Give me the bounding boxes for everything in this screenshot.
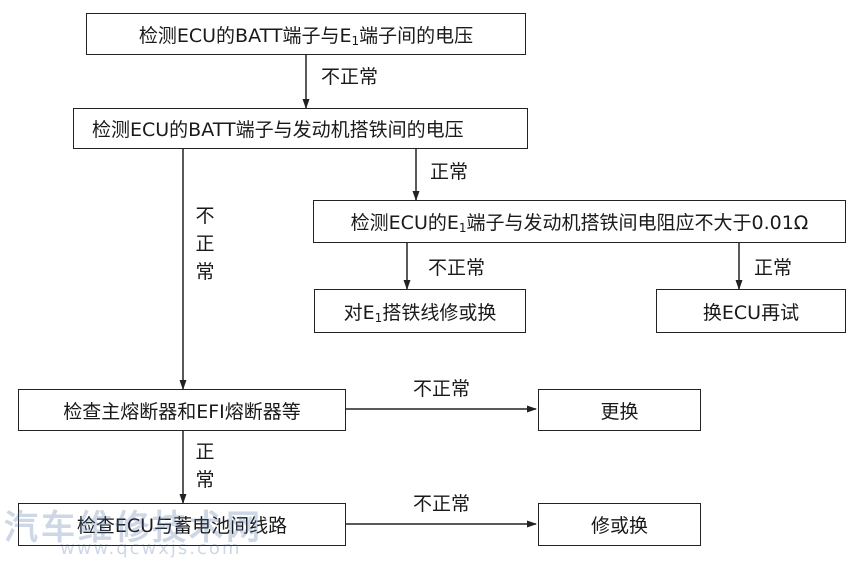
label-abnormal-b1: 不正常: [321, 66, 379, 88]
watermark-site-name: 汽车维修技术网: [4, 508, 263, 548]
label-normal-b2: 正常: [430, 161, 469, 183]
box-check-ecu-battery-wiring: 检查ECU与蓄电池间线路: [18, 503, 346, 546]
box-text: 对E1搭铁线修或换: [343, 301, 497, 325]
box-text: 更换: [600, 400, 639, 423]
box-check-batt-e1-voltage: 检测ECU的BATT端子与E1端子间的电压: [86, 13, 526, 55]
box-text: 检测ECU的E1端子与发动机搭铁间电阻应不大于0.01Ω: [350, 212, 809, 235]
box-replace-ecu-retry: 换ECU再试: [656, 289, 846, 333]
label-abnormal-b6: 不正常: [413, 378, 471, 400]
box-repair-e1-ground-wire: 对E1搭铁线修或换: [314, 289, 526, 333]
label-abnormal-b8: 不正常: [413, 493, 471, 515]
box-check-batt-ground-voltage: 检测ECU的BATT端子与发动机搭铁间的电压: [73, 108, 528, 149]
label-normal-b3: 正常: [754, 257, 793, 279]
box-check-main-efi-fuses: 检查主熔断器和EFI熔断器等: [18, 389, 346, 431]
label-normal-b6-vertical: 正常: [195, 441, 215, 491]
box-repair-or-replace: 修或换: [538, 503, 701, 546]
box-text: 换ECU再试: [702, 301, 800, 324]
box-text: 检测ECU的BATT端子与发动机搭铁间的电压: [92, 119, 464, 141]
box-text: 检查主熔断器和EFI熔断器等: [63, 400, 301, 423]
label-abnormal-b2-vertical: 不正常: [195, 205, 215, 283]
box-check-e1-ground-resistance: 检测ECU的E1端子与发动机搭铁间电阻应不大于0.01Ω: [313, 200, 846, 243]
label-abnormal-b3: 不正常: [428, 257, 486, 279]
box-text: 检测ECU的BATT端子与E1端子间的电压: [138, 24, 474, 48]
watermark-url: www.qcwxjs.com: [60, 538, 242, 559]
box-text: 修或换: [590, 515, 648, 537]
box-text: 检查ECU与蓄电池间线路: [76, 515, 288, 537]
box-replace: 更换: [538, 389, 701, 431]
